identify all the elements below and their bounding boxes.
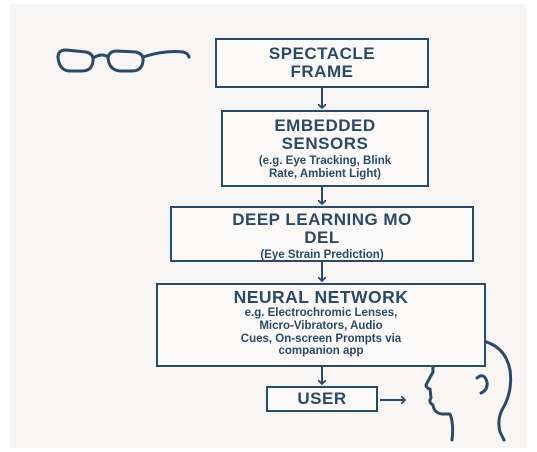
- node-subtitle: (Eye Strain Prediction): [260, 248, 384, 261]
- node-title: NEURAL NETWORK: [233, 287, 409, 307]
- node-title: DEEP LEARNING MO DEL: [232, 210, 412, 247]
- node-title: USER: [297, 389, 347, 408]
- node-embedded-sensors: EMBEDDED SENSORS (e.g. Eye Tracking, Bli…: [221, 110, 429, 187]
- glasses-icon: [56, 48, 191, 73]
- node-deep-learning-model: DEEP LEARNING MO DEL (Eye Strain Predict…: [170, 206, 474, 262]
- node-title: EMBEDDED SENSORS: [274, 116, 376, 153]
- node-title: SPECTACLE FRAME: [268, 44, 376, 81]
- node-subtitle: e.g. Electrochromic Lenses, Micro-Vibrat…: [240, 307, 402, 358]
- node-spectacle-frame: SPECTACLE FRAME: [215, 38, 429, 88]
- node-subtitle: (e.g. Eye Tracking, Blink Rate, Ambient …: [258, 154, 392, 180]
- node-user: USER: [266, 386, 378, 412]
- node-neural-network: NEURAL NETWORK e.g. Electrochromic Lense…: [156, 283, 486, 367]
